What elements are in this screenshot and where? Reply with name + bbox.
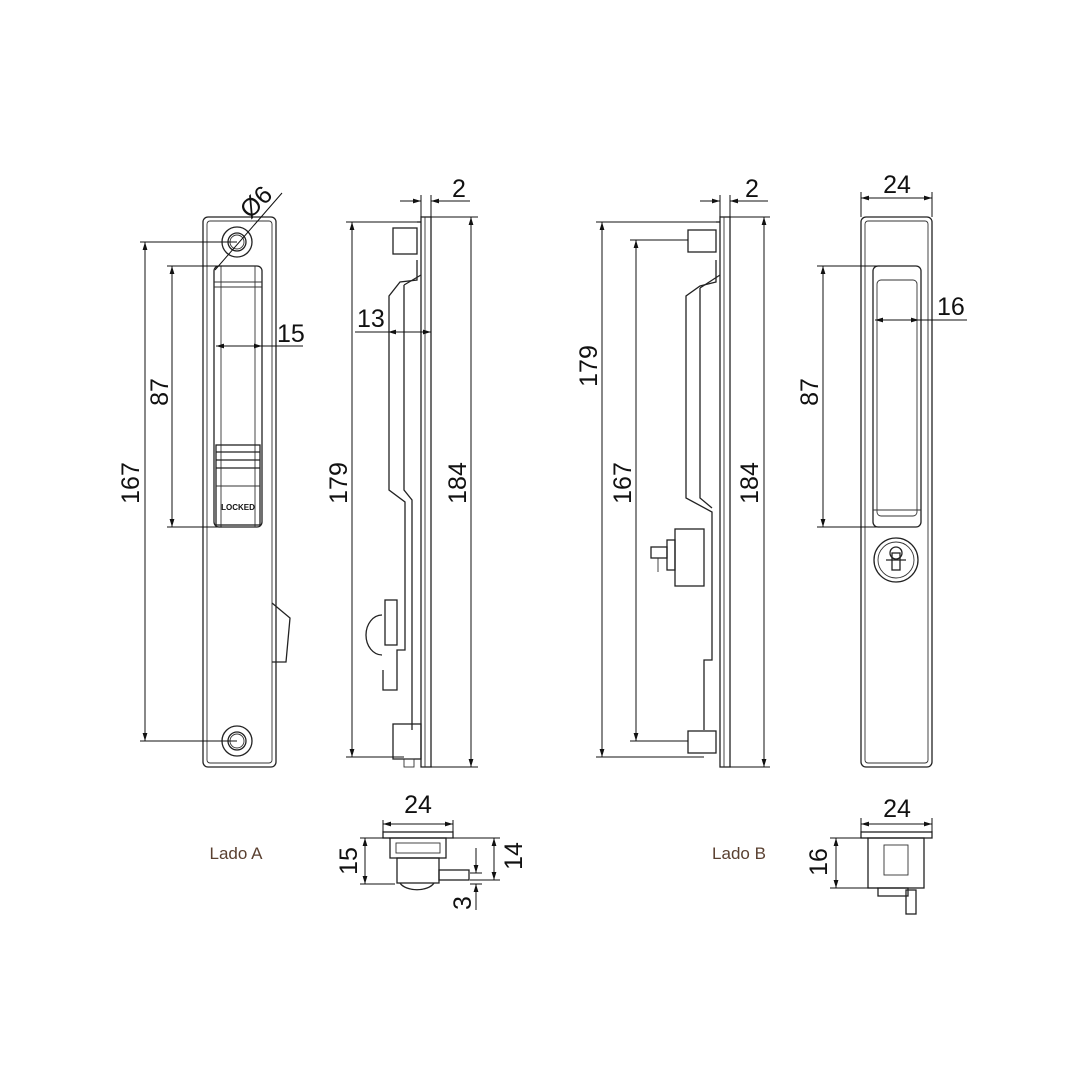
side-a-front-view: LOCKED 167 87 15 Ø6 <box>117 181 305 768</box>
side-a-caption: Lado A <box>210 844 264 863</box>
dim-bottom-left-height: 15 <box>335 847 363 875</box>
dim-b-plate-thickness: 2 <box>745 175 759 203</box>
dim-recess-width: 15 <box>277 320 305 348</box>
dim-b-recess-width: 16 <box>937 293 965 321</box>
handle-recess <box>213 265 263 528</box>
dim-b-bottom-height: 16 <box>805 848 833 876</box>
dim-b-body-length: 179 <box>575 345 603 387</box>
key-cylinder-icon <box>873 537 919 583</box>
dim-b-bottom-width: 24 <box>883 795 911 823</box>
dim-b-plate-length: 184 <box>736 462 764 504</box>
dim-recess-height: 87 <box>146 378 174 406</box>
dim-b-recess-height: 87 <box>796 378 824 406</box>
dim-b-hole-spacing: 167 <box>609 462 637 504</box>
side-a-side-view: 2 184 179 13 <box>325 175 478 768</box>
dim-hole-spacing: 167 <box>117 462 145 504</box>
side-b-side-view: 2 184 179 167 <box>575 175 770 768</box>
dim-plate-thickness: 2 <box>452 175 466 203</box>
locked-label: LOCKED <box>221 503 255 512</box>
dim-depth: 13 <box>357 305 385 333</box>
dim-plate-length: 184 <box>444 462 472 504</box>
lock-slider: LOCKED <box>215 444 261 526</box>
side-a-bottom-view: 24 15 14 3 <box>335 791 528 910</box>
dim-body-length: 179 <box>325 462 353 504</box>
dim-bottom-width: 24 <box>404 791 432 819</box>
side-b-front-view: 24 16 87 <box>796 171 967 768</box>
side-b-bottom-view: 24 16 <box>805 795 933 915</box>
dim-bottom-right-height: 14 <box>500 842 528 870</box>
dim-pin: 3 <box>449 896 477 910</box>
handle-recess-b <box>872 265 922 528</box>
dim-b-width: 24 <box>883 171 911 199</box>
latch-tab <box>271 602 291 663</box>
side-b-caption: Lado B <box>712 844 766 863</box>
